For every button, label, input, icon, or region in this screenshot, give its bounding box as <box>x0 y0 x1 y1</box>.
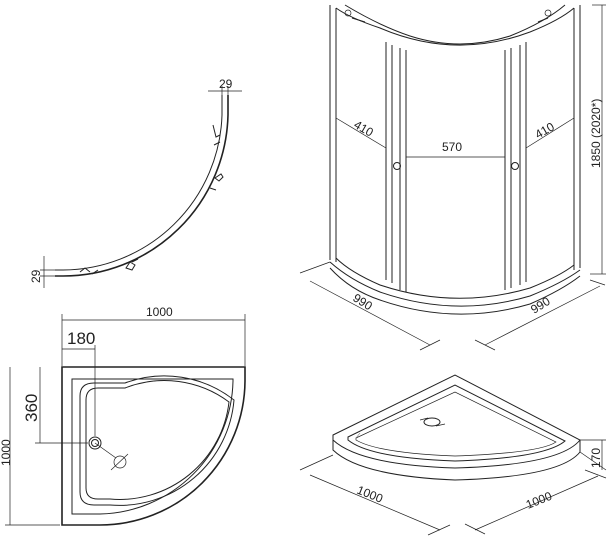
tray-isometric-view: 1000 1000 170 <box>299 374 607 536</box>
dim-cabin-side-right: 990 <box>528 294 553 317</box>
dim-drain-y: 360 <box>22 394 41 422</box>
dim-door-opening: 570 <box>442 140 462 154</box>
dim-panel-right: 410 <box>533 119 558 141</box>
dim-profile-side: 29 <box>29 269 43 283</box>
dim-tray-iso-right: 1000 <box>524 489 554 512</box>
dim-cabin-height: 1850 (2020*) <box>589 99 603 168</box>
dim-panel-left: 410 <box>352 117 377 139</box>
dim-cabin-side-left: 990 <box>350 291 375 314</box>
cabin-isometric-view: 410 570 410 1850 (2020*) 990 990 <box>299 4 606 351</box>
profile-plan-view: 29 29 <box>29 77 242 288</box>
dim-tray-width: 1000 <box>146 305 173 319</box>
dim-drain-x: 180 <box>67 329 95 348</box>
dim-tray-iso-left: 1000 <box>355 483 385 506</box>
tray-plan-view: 1000 180 360 1000 <box>0 305 246 526</box>
dim-tray-height: 170 <box>589 448 603 468</box>
dim-profile-top: 29 <box>219 77 233 91</box>
dim-tray-depth: 1000 <box>0 439 13 466</box>
